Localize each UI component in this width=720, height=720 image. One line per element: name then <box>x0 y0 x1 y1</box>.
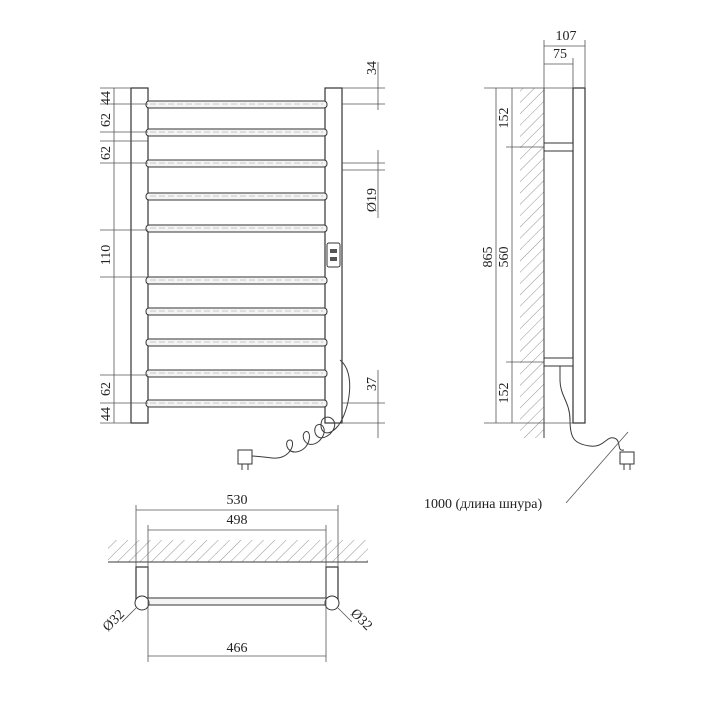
front-view: 44 62 62 110 62 44 34 Ø19 37 <box>99 61 385 470</box>
control-unit <box>326 242 341 268</box>
dim-front-diameter-19: Ø19 <box>365 188 380 212</box>
rung-8 <box>145 338 328 347</box>
rungs-group <box>145 100 328 408</box>
control-unit-button <box>330 249 337 253</box>
dim-front-37: 37 <box>365 377 380 391</box>
rung-4 <box>145 192 328 201</box>
control-unit-led <box>330 257 337 261</box>
top-view: 530 498 466 Ø32 Ø32 <box>100 493 375 662</box>
dim-front-44-bottom: 44 <box>99 407 114 421</box>
rung-3 <box>145 159 328 168</box>
top-left-post-end <box>134 595 150 611</box>
side-power-cord <box>559 366 625 451</box>
dim-top-530: 530 <box>227 493 248 508</box>
side-bracket-top <box>543 142 574 152</box>
dim-side-152-top: 152 <box>497 108 512 129</box>
dim-front-62-second: 62 <box>99 146 114 160</box>
dim-top-466: 466 <box>227 641 248 656</box>
rung-5 <box>145 224 328 233</box>
dim-side-865: 865 <box>481 247 496 268</box>
side-view: 107 75 865 152 560 152 1000 (длина шнура… <box>424 29 635 512</box>
dim-top-diameter-right: Ø32 <box>347 606 375 634</box>
front-right-dimensions: 34 Ø19 37 <box>342 61 385 438</box>
rung-9 <box>145 369 328 378</box>
rung-2 <box>145 128 328 137</box>
power-cord <box>249 359 351 459</box>
power-plug-icon <box>237 449 253 470</box>
side-wall-hatch <box>520 88 544 438</box>
dim-side-152-bottom: 152 <box>497 383 512 404</box>
left-post <box>130 87 149 424</box>
side-bracket-bottom <box>543 357 574 367</box>
rung-1 <box>145 100 328 109</box>
rung-10 <box>145 399 328 408</box>
top-right-post-end <box>324 595 340 611</box>
dim-front-44-top: 44 <box>99 91 114 105</box>
rung-6 <box>145 276 328 285</box>
dim-front-62-bottom: 62 <box>99 382 114 396</box>
dim-side-560: 560 <box>497 247 512 268</box>
side-post <box>572 87 586 424</box>
dim-side-107: 107 <box>556 29 577 44</box>
dim-front-62-top: 62 <box>99 113 114 127</box>
cord-length-label: 1000 (длина шнура) <box>424 497 542 512</box>
top-rung <box>146 597 328 606</box>
side-power-plug-icon <box>619 451 635 470</box>
dim-side-75: 75 <box>553 47 567 62</box>
rung-7 <box>145 307 328 316</box>
top-wall-hatch <box>108 540 368 562</box>
front-left-dimensions: 44 62 62 110 62 44 <box>99 87 148 424</box>
dim-front-34: 34 <box>365 61 380 75</box>
dim-front-110: 110 <box>99 245 114 265</box>
dim-top-498: 498 <box>227 513 248 528</box>
dim-top-diameter-left: Ø32 <box>100 607 128 635</box>
